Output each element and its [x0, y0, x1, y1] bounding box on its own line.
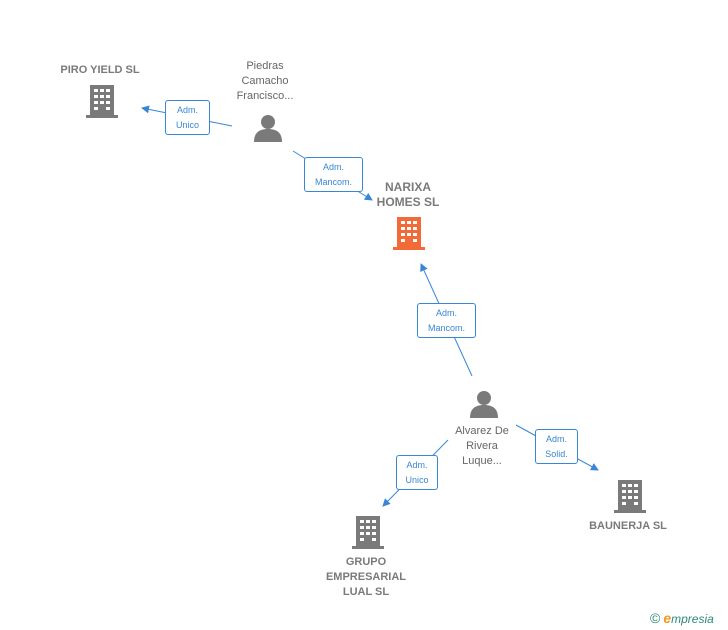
edge-label-piedras-piro[interactable]: Adm. Unico	[165, 100, 210, 135]
piedras-person-icon[interactable]	[254, 115, 282, 142]
piedras-label[interactable]: Piedras Camacho Francisco...	[236, 60, 294, 102]
edge-label-piedras-narixa[interactable]: Adm. Mancom.	[304, 157, 363, 192]
copyright-icon: ©	[650, 610, 661, 626]
narixa-building-icon[interactable]	[393, 217, 425, 250]
narixa-label[interactable]: NARIXA HOMES SL	[376, 180, 440, 209]
edge-label-alvarez-grupo[interactable]: Adm. Unico	[396, 455, 438, 490]
piro-building-icon[interactable]	[86, 85, 118, 118]
baunerja-building-icon[interactable]	[614, 480, 646, 513]
piro-label[interactable]: PIRO YIELD SL	[60, 64, 140, 76]
brand-name: mpresia	[671, 612, 714, 626]
brand-logo: ©empresia	[650, 610, 714, 626]
grupo-label[interactable]: GRUPO EMPRESARIAL LUAL SL	[325, 556, 407, 598]
grupo-building-icon[interactable]	[352, 516, 384, 549]
alvarez-label[interactable]: Alvarez De Rivera Luque...	[455, 425, 509, 467]
baunerja-label[interactable]: BAUNERJA SL	[589, 520, 667, 532]
brand-initial: e	[663, 610, 672, 626]
alvarez-person-icon[interactable]	[470, 391, 498, 418]
edge-label-alvarez-baunerja[interactable]: Adm. Solid.	[535, 429, 578, 464]
edge-label-alvarez-narixa[interactable]: Adm. Mancom.	[417, 303, 476, 338]
